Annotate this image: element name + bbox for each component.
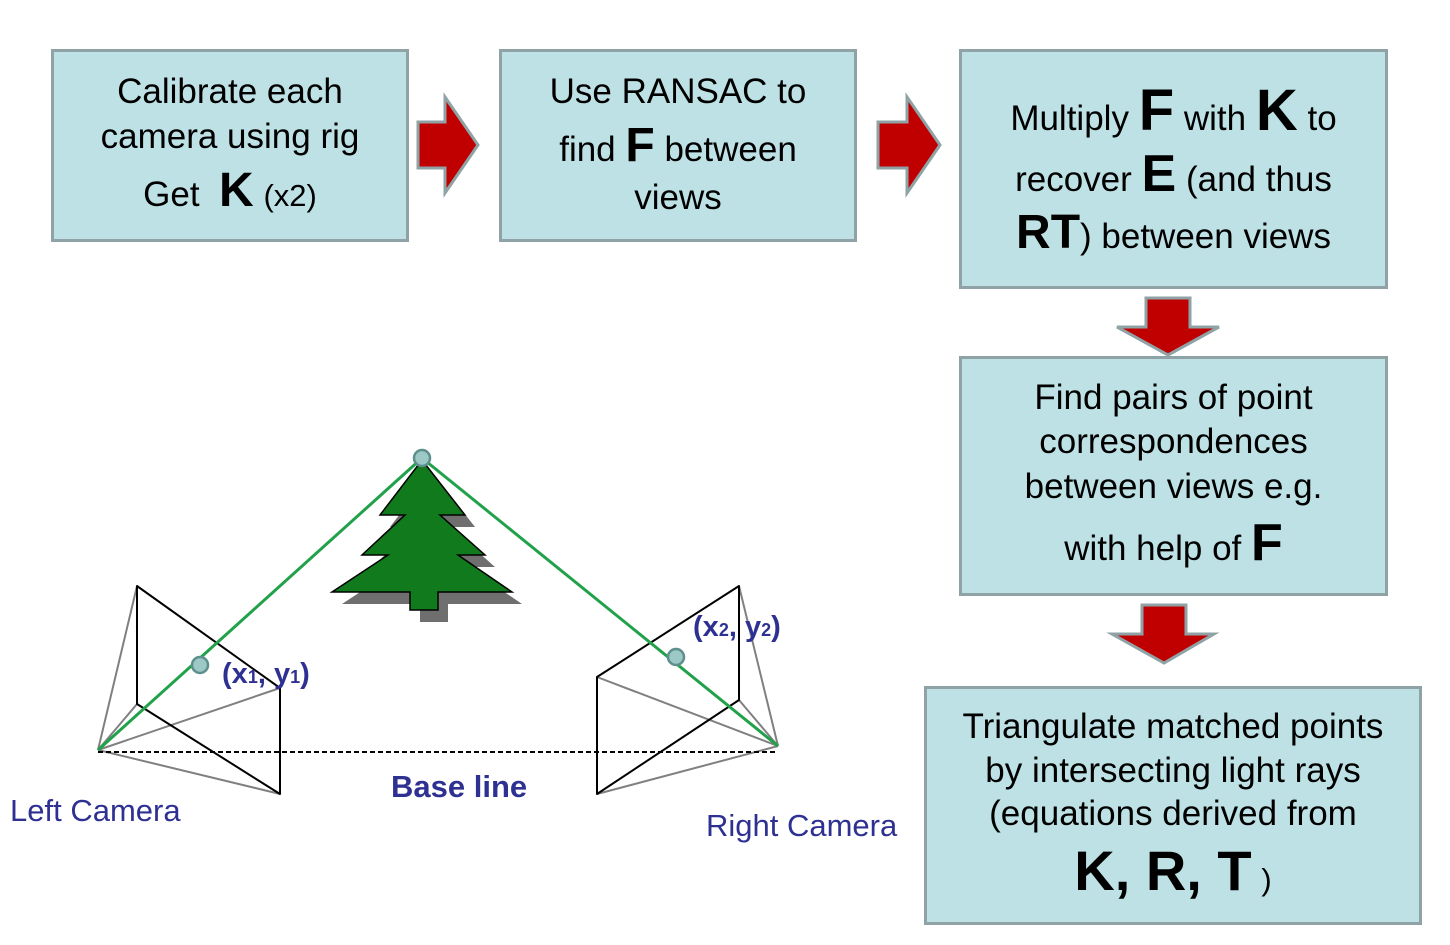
- and-thus-label: (and thus: [1185, 159, 1332, 199]
- with-label: with: [1183, 99, 1247, 139]
- step-calibrate-line2: camera using rig: [100, 116, 360, 156]
- recover-label: recover: [1015, 159, 1132, 199]
- close-paren: ): [1261, 862, 1272, 898]
- step-ransac-line1: Use RANSAC to: [549, 71, 807, 111]
- right-camera-label: Right Camera: [706, 808, 898, 843]
- step-ransac-line2: find F between: [559, 115, 797, 176]
- F-symbol: F: [1138, 78, 1175, 144]
- step-triangulate-box: Triangulate matched points by intersecti…: [924, 686, 1422, 925]
- step-find-pairs-line2: correspondences: [1039, 422, 1308, 462]
- right-image-point: [666, 647, 686, 667]
- multiply-label: Multiply: [1010, 99, 1129, 139]
- point2-label: (x2, y2): [693, 611, 781, 643]
- tree-top-point: [412, 448, 432, 468]
- x2-label: (x2): [263, 177, 317, 213]
- between-label: between: [664, 129, 797, 169]
- tree-icon: [329, 458, 515, 611]
- step-triangulate-line3: (equations derived from: [989, 794, 1357, 834]
- arrow-down-2: [1106, 603, 1220, 665]
- step-calibrate-line1: Calibrate each: [117, 71, 343, 111]
- step-ransac-box: Use RANSAC to find F between views: [499, 49, 857, 242]
- right-camera-icon: [596, 585, 779, 795]
- step-triangulate-line1: Triangulate matched points: [962, 706, 1384, 746]
- KRT-symbols: K, R, T: [1074, 839, 1252, 903]
- between-views-label: ) between views: [1080, 216, 1331, 256]
- F-symbol: F: [625, 118, 655, 172]
- K-symbol: K: [1255, 78, 1298, 144]
- step-find-pairs-line1: Find pairs of point: [1034, 377, 1313, 417]
- find-label: find: [559, 129, 616, 169]
- F-symbol: F: [1251, 513, 1283, 572]
- step-find-pairs-line3: between views e.g.: [1024, 467, 1323, 507]
- point1-label: (x1, y1): [222, 658, 310, 690]
- step-multiply-line1: Multiply F with K to: [1010, 78, 1336, 145]
- step-find-pairs-line4: with help of F: [1064, 510, 1283, 577]
- left-image-point: [190, 655, 210, 675]
- step-calibrate-box: Calibrate each camera using rig Get K (x…: [51, 49, 409, 242]
- K-symbol: K: [219, 163, 254, 217]
- step-triangulate-line2: by intersecting light rays: [985, 750, 1361, 790]
- with-help-label: with help of: [1064, 528, 1242, 568]
- left-ray: [96, 456, 424, 752]
- right-ray: [421, 456, 779, 748]
- step-calibrate-line3: Get K (x2): [143, 160, 317, 221]
- step-ransac-line3: views: [634, 178, 722, 218]
- RT-symbol: RT: [1016, 205, 1081, 259]
- left-camera-label: Left Camera: [10, 793, 181, 828]
- arrow-right-2: [876, 92, 942, 198]
- arrow-right-1: [416, 92, 480, 198]
- step-multiply-line3: RT) between views: [1016, 205, 1331, 260]
- step-multiply-box: Multiply F with K to recover E (and thus…: [959, 49, 1388, 289]
- baseline-label: Base line: [391, 769, 527, 804]
- get-label: Get: [143, 174, 200, 214]
- arrow-down-1: [1116, 296, 1220, 357]
- step-find-pairs-box: Find pairs of point correspondences betw…: [959, 356, 1388, 596]
- left-camera-icon: [97, 585, 281, 795]
- step-triangulate-line4: K, R, T ): [1074, 836, 1271, 906]
- to-label: to: [1307, 99, 1337, 139]
- step-multiply-line2: recover E (and thus: [1015, 145, 1332, 205]
- E-symbol: E: [1141, 144, 1177, 203]
